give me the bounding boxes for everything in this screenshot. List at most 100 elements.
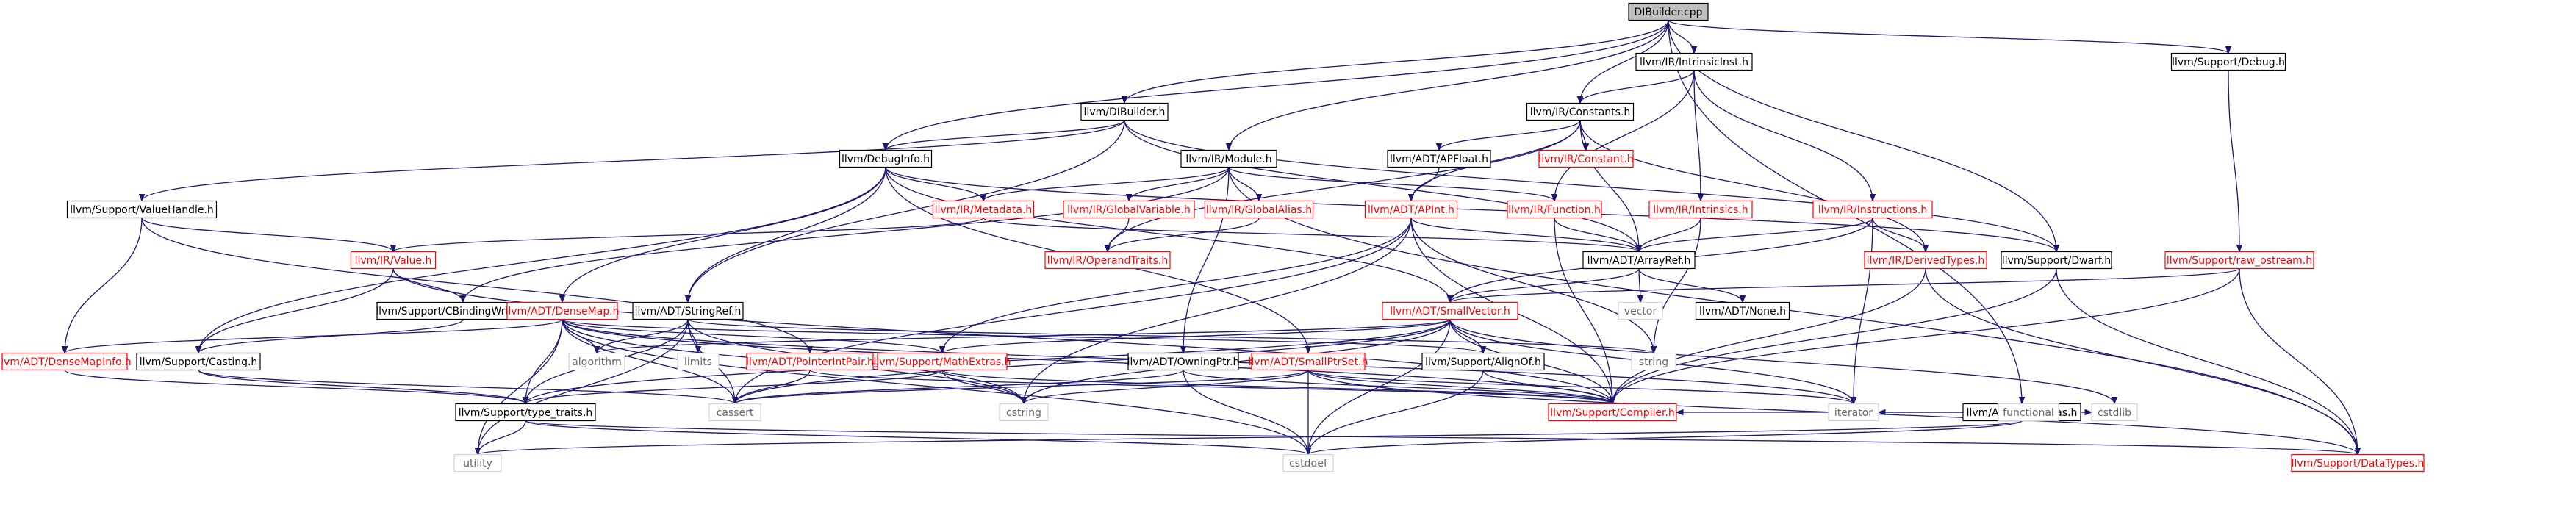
edges-layer (61, 19, 2361, 456)
node-label: llvm/ADT/ArrayRef.h (1587, 255, 1691, 267)
edge-line (687, 167, 886, 303)
node-stringref[interactable]: llvm/ADT/StringRef.h (632, 301, 744, 320)
node-dwarf[interactable]: llvm/Support/Dwarf.h (2001, 251, 2112, 270)
edge-valuehandle-to-value (141, 218, 397, 253)
node-box (1695, 301, 1790, 320)
node-apint[interactable]: llvm/ADT/APInt.h (1364, 200, 1458, 219)
edge-line (1449, 268, 1640, 303)
edge-line (1638, 218, 1873, 252)
node-datatypes[interactable]: llvm/Support/DataTypes.h (2291, 453, 2425, 473)
node-label: llvm/ADT/DenseMapInfo.h (0, 356, 132, 368)
edge-support_debug-to-raw_ostream (2228, 70, 2243, 253)
node-densemapinfo[interactable]: llvm/ADT/DenseMapInfo.h (0, 352, 132, 371)
node-box (1618, 301, 1663, 320)
node-box (1282, 453, 1334, 473)
node-globalalias[interactable]: llvm/IR/GlobalAlias.h (1204, 200, 1314, 219)
node-label: llvm/ADT/APInt.h (1368, 204, 1454, 216)
node-arrayref[interactable]: llvm/ADT/ArrayRef.h (1582, 251, 1696, 270)
node-adt_none[interactable]: llvm/ADT/None.h (1695, 301, 1790, 320)
edge-line (1183, 370, 1309, 455)
edge-arrowhead (2018, 397, 2026, 405)
node-dibuilder[interactable]: llvm/DIBuilder.h (1080, 102, 1169, 121)
node-label: llvm/DebugInfo.h (842, 154, 930, 165)
node-densemap[interactable]: llvm/ADT/DenseMap.h (505, 301, 620, 320)
node-type_traits[interactable]: llvm/Support/type_traits.h (455, 403, 596, 422)
node-box (1864, 251, 1987, 270)
node-label: cstddef (1289, 458, 1328, 470)
edge-line (525, 420, 2358, 456)
edge-line (477, 420, 526, 455)
edge-line (1183, 167, 1230, 353)
node-intrinsicinst[interactable]: llvm/IR/IntrinsicInst.h (1635, 52, 1753, 71)
edge-module-to-cbindingwrapping (459, 167, 1230, 303)
node-label: llvm/Support/ValueHandle.h (70, 204, 214, 216)
edge-arrowhead (1637, 295, 1644, 303)
edge-arrowhead (882, 143, 889, 151)
node-box (1507, 200, 1602, 219)
edge-debuginfo-to-smallvector (885, 167, 1454, 303)
node-box (839, 149, 933, 168)
node-label: llvm/IR/Value.h (355, 255, 432, 267)
node-metadata[interactable]: llvm/IR/Metadata.h (932, 200, 1035, 219)
node-box (999, 403, 1049, 422)
edge-dwarf-to-datatypes (2056, 268, 2361, 456)
edge-line (1668, 19, 2229, 54)
edge-line (1128, 167, 1230, 201)
edge-arrowhead (1125, 194, 1133, 202)
edge-arrowhead (1869, 194, 1876, 202)
node-raw_ostream[interactable]: llvm/Support/raw_ostream.h (2164, 251, 2314, 270)
node-label: cstdlib (2098, 407, 2131, 419)
edge-line (1107, 120, 1581, 252)
node-box (1526, 102, 1635, 121)
edge-densemap-to-alignof (562, 318, 1487, 354)
edge-line (141, 120, 1125, 201)
node-label: llvm/IR/DerivedTypes.h (1867, 255, 1985, 267)
edge-line (562, 318, 943, 354)
node-casting[interactable]: llvm/Support/Casting.h (136, 352, 261, 371)
edge-line (1023, 218, 1412, 404)
node-instructions[interactable]: llvm/IR/Instructions.h (1812, 200, 1933, 219)
node-ir_constant[interactable]: llvm/IR/Constant.h (1538, 149, 1634, 168)
node-derivedtypes[interactable]: llvm/IR/DerivedTypes.h (1864, 251, 1987, 270)
node-constants[interactable]: llvm/IR/Constants.h (1526, 102, 1635, 121)
edge-arrowhead (1922, 245, 1929, 253)
node-support_debug[interactable]: llvm/Support/Debug.h (2170, 52, 2286, 71)
node-root[interactable]: DIBuilder.cpp (1628, 2, 1709, 21)
edge-line (885, 167, 984, 201)
node-operandtraits[interactable]: llvm/IR/OperandTraits.h (1044, 251, 1171, 270)
edge-module-to-metadata (980, 167, 1230, 202)
edge-arrowhead (980, 194, 987, 202)
edge-intrinsicinst-to-intrinsics (1693, 70, 1704, 202)
edge-arrowhead (61, 346, 68, 354)
node-function[interactable]: llvm/IR/Function.h (1507, 200, 1602, 219)
edge-arrowhead (1675, 409, 1684, 416)
edge-apfloat-to-apint (1407, 167, 1440, 202)
node-compiler[interactable]: llvm/Support/Compiler.h (1548, 403, 1677, 422)
edge-metadata-to-arrayref (983, 217, 1643, 253)
node-label: llvm/ADT/SmallPtrSet.h (1249, 356, 1368, 368)
node-valuehandle[interactable]: llvm/Support/ValueHandle.h (66, 200, 218, 219)
node-mathextras[interactable]: llvm/Support/MathExtras.h (873, 352, 1011, 371)
node-pointerintpair[interactable]: llvm/ADT/PointerIntPair.h (746, 352, 874, 371)
edge-arrowhead (695, 346, 702, 354)
node-smallptrset[interactable]: llvm/ADT/SmallPtrSet.h (1249, 352, 1368, 371)
edge-line (1107, 218, 1130, 252)
node-box (1828, 403, 1879, 422)
edge-line (1579, 120, 1640, 252)
node-debuginfo[interactable]: llvm/DebugInfo.h (839, 149, 933, 168)
node-owningptr[interactable]: llvm/ADT/OwningPtr.h (1127, 352, 1240, 371)
edge-arrowhead (806, 346, 814, 354)
node-label: llvm/ADT/PointerIntPair.h (746, 356, 874, 368)
edge-arrowhead (1255, 194, 1263, 202)
node-module[interactable]: llvm/IR/Module.h (1180, 149, 1277, 168)
edge-arrowhead (1551, 194, 1558, 202)
node-value[interactable]: llvm/IR/Value.h (350, 251, 437, 270)
node-alignof[interactable]: llvm/Support/AlignOf.h (1421, 352, 1545, 371)
node-smallvector[interactable]: llvm/ADT/SmallVector.h (1382, 301, 1518, 320)
edge-smallptrset-to-cstring (1020, 369, 1309, 405)
node-globalvariable[interactable]: llvm/IR/GlobalVariable.h (1063, 200, 1195, 219)
node-intrinsics[interactable]: llvm/IR/Intrinsics.h (1648, 200, 1753, 219)
edge-intrinsicinst-to-instructions (1693, 70, 1876, 202)
node-apfloat[interactable]: llvm/ADT/APFloat.h (1387, 149, 1491, 168)
edge-valuehandle-to-pointerintpair (141, 218, 814, 354)
